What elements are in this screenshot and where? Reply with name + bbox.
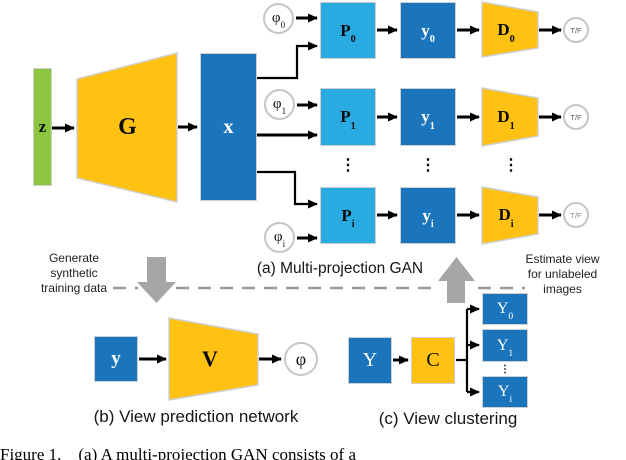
d-column-ellipsis: ⋮ — [503, 154, 519, 174]
y0-label: y0 — [421, 20, 435, 46]
y-column-ellipsis: ⋮ — [420, 154, 436, 174]
phi0-circle: φ0 — [263, 3, 294, 34]
connector-x-to-p0 — [257, 41, 318, 80]
figure-caption: Figure 1. (a) A multi-projection GAN con… — [0, 445, 357, 460]
section-b-label: (b) View prediction network — [93, 407, 299, 426]
discriminator-i-trapezoid — [481, 186, 539, 245]
cluster-Y0-box: Y0 — [482, 293, 528, 325]
tf0-label: T/F — [570, 25, 582, 35]
b-phi-label: φ — [295, 348, 307, 369]
Y1-label: Y1 — [496, 336, 514, 359]
p-column-ellipsis: ⋮ — [340, 154, 356, 174]
right-note: Estimate view for unlabeled images — [505, 252, 620, 297]
latent-z-bar: z — [33, 68, 52, 186]
left-note-line2: synthetic — [50, 266, 98, 280]
tf1-circle: T/F — [563, 104, 589, 130]
d1-label: D1 — [497, 107, 515, 132]
generator-trapezoid — [76, 52, 178, 203]
section-a-label: (a) Multi-projection GAN — [256, 260, 424, 277]
p1-label: P1 — [340, 107, 356, 132]
phi1-label: φ1 — [272, 96, 287, 116]
input-y-box: y — [94, 336, 138, 382]
z-label: z — [38, 117, 47, 136]
connector-x-to-pi — [257, 170, 318, 209]
left-note-line1: Generate — [48, 251, 100, 265]
cluster-Y1-box: Y1 — [482, 329, 528, 362]
phi0-label: φ0 — [271, 10, 286, 30]
phi-output-circle: φ — [284, 342, 318, 376]
generated-x-box: x — [200, 53, 257, 201]
clustering-C-box: C — [411, 337, 455, 384]
Y0-label: Y0 — [496, 300, 514, 323]
y1-label: y1 — [421, 107, 435, 132]
cluster-ellipsis: ⋮ — [500, 363, 510, 375]
b-y-label: y — [111, 348, 121, 369]
phi1-circle: φ1 — [264, 89, 295, 120]
d0-label: D0 — [497, 20, 515, 45]
c-Y-label: Y — [362, 349, 378, 371]
view-predictor-trapezoid — [168, 317, 259, 401]
cluster-branch-line — [456, 309, 469, 392]
projected-y1-box: y1 — [400, 88, 456, 146]
projection1-box: P1 — [320, 88, 376, 146]
c-C-label: C — [426, 349, 440, 371]
projected-yi-box: yi — [400, 187, 456, 244]
section-c-label: (c) View clustering — [378, 409, 518, 428]
dataset-Y-box: Y — [348, 337, 392, 384]
phii-label: φi — [273, 229, 286, 249]
tf1-label: T/F — [570, 112, 582, 122]
up-arrow-icon — [438, 257, 475, 303]
right-note-line3: images — [543, 282, 582, 296]
right-note-line1: Estimate view — [525, 252, 600, 266]
phii-circle: φi — [264, 222, 295, 253]
view-predictor-label: V — [202, 346, 218, 371]
left-note: Generate synthetic training data — [20, 251, 128, 296]
right-note-line2: for unlabeled — [527, 267, 598, 281]
discriminator1-trapezoid — [481, 87, 539, 147]
tf0-circle: T/F — [563, 17, 589, 43]
left-note-line3: training data — [40, 281, 108, 295]
cluster-Yi-box: Yi — [482, 376, 528, 408]
down-arrow-icon — [137, 257, 176, 303]
x-label: x — [223, 115, 234, 138]
di-label: Di — [498, 205, 514, 230]
yi-label: yi — [422, 205, 434, 231]
p0-label: P0 — [340, 20, 356, 46]
tfi-label: T/F — [570, 210, 582, 220]
tfi-circle: T/F — [563, 202, 589, 228]
projected-y0-box: y0 — [400, 2, 456, 59]
pi-label: Pi — [341, 205, 355, 231]
Yi-label: Yi — [497, 383, 513, 406]
generator-label: G — [118, 113, 137, 140]
discriminator0-trapezoid — [481, 1, 539, 58]
projection0-box: P0 — [320, 2, 376, 59]
projection-i-box: Pi — [320, 187, 376, 244]
